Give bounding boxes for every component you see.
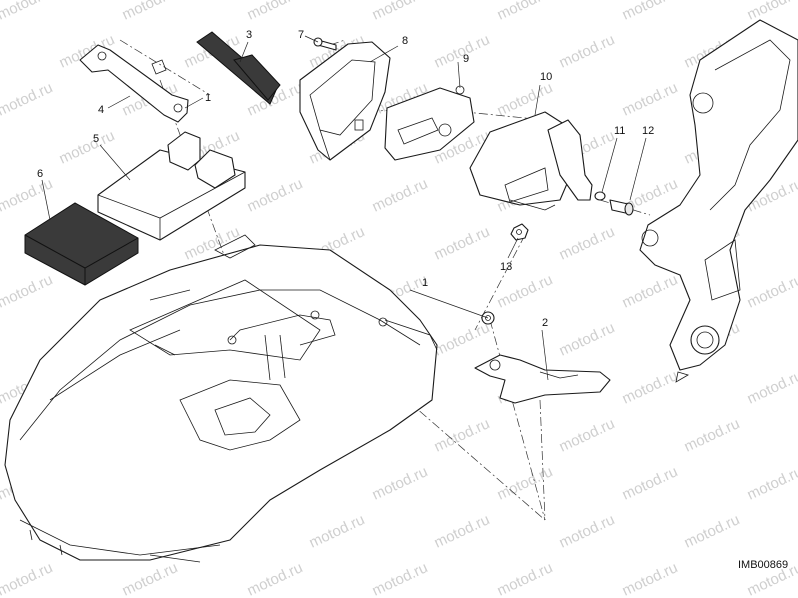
callout-8: 8 <box>402 35 408 47</box>
part-4-bracket <box>79 44 189 123</box>
callout-1-right: 1 <box>422 277 428 289</box>
watermark-text: motod.ru <box>245 175 306 215</box>
watermark-text: motod.ru <box>557 415 618 455</box>
watermark-text: motod.ru <box>557 31 618 71</box>
watermark-text: motod.ru <box>432 31 493 71</box>
watermark-text: motod.ru <box>495 271 556 311</box>
watermark-text: motod.ru <box>495 463 556 503</box>
watermark-text: motod.ru <box>370 0 431 24</box>
callout-5: 5 <box>93 133 99 145</box>
watermark-text: motod.ru <box>0 79 55 119</box>
part-13-nut <box>510 223 529 241</box>
callout-13: 13 <box>500 261 512 273</box>
watermark-text: motod.ru <box>370 559 431 598</box>
callout-1-left: 1 <box>205 92 211 104</box>
part-12-spacer <box>609 199 634 216</box>
watermark-text: motod.ru <box>0 175 55 215</box>
watermark-text: motod.ru <box>620 271 681 311</box>
callout-10: 10 <box>540 71 552 83</box>
watermark-text: motod.ru <box>682 511 743 551</box>
watermark-text: motod.ru <box>370 463 431 503</box>
frame-section <box>639 19 798 383</box>
callout-7: 7 <box>298 29 304 41</box>
watermark-text: motod.ru <box>370 175 431 215</box>
watermark-text: motod.ru <box>432 511 493 551</box>
watermark-text: motod.ru <box>495 0 556 24</box>
callout-9: 9 <box>463 53 469 65</box>
watermark-text: motod.ru <box>432 319 493 359</box>
part-6-battery-block <box>24 202 139 286</box>
callout-6: 6 <box>37 168 43 180</box>
watermark-text: motod.ru <box>745 463 798 503</box>
watermark-text: motod.ru <box>0 271 55 311</box>
watermark-text: motod.ru <box>307 511 368 551</box>
watermark-text: motod.ru <box>620 559 681 598</box>
watermark-text: motod.ru <box>745 367 798 407</box>
callout-12: 12 <box>642 125 654 137</box>
watermark-text: motod.ru <box>620 0 681 24</box>
callout-leaders <box>41 35 647 381</box>
part-11-washer <box>594 191 606 201</box>
watermark-text: motod.ru <box>57 127 118 167</box>
watermark-text: motod.ru <box>557 319 618 359</box>
callout-3: 3 <box>246 29 252 41</box>
part-5-control-unit <box>97 131 246 241</box>
part-9-plate <box>384 85 475 161</box>
tail-shell <box>4 234 438 563</box>
part-10-housing <box>469 111 593 211</box>
part-3-rubber-strip <box>196 31 281 105</box>
watermark-text: motod.ru <box>557 223 618 263</box>
watermark-text: motod.ru <box>682 415 743 455</box>
watermark-text: motod.ru <box>432 223 493 263</box>
watermark-text: motod.ru <box>0 0 55 24</box>
watermark-text: motod.ru <box>495 559 556 598</box>
callout-4: 4 <box>98 104 104 116</box>
watermark-text: motod.ru <box>745 271 798 311</box>
watermark-text: motod.ru <box>120 559 181 598</box>
watermark-text: motod.ru <box>432 415 493 455</box>
watermark-text: motod.ru <box>0 559 55 598</box>
watermark-text: motod.ru <box>620 367 681 407</box>
watermark-text: motod.ru <box>620 463 681 503</box>
watermark-text: motod.ru <box>557 511 618 551</box>
callout-11: 11 <box>614 125 625 137</box>
watermark-text: motod.ru <box>745 0 798 24</box>
figure-code: IMB00869 <box>738 559 788 571</box>
callout-2: 2 <box>542 317 548 329</box>
callout-labels: 1 1 2 3 4 5 6 7 8 9 10 11 12 13 <box>37 29 654 329</box>
watermark-text: motod.ru <box>245 559 306 598</box>
part-8-cover <box>299 41 391 161</box>
watermark-text: motod.ru <box>120 0 181 24</box>
watermark-text: motod.ru <box>245 0 306 24</box>
watermark-text: motod.ru <box>620 79 681 119</box>
part-2-hook-bracket <box>474 354 611 404</box>
